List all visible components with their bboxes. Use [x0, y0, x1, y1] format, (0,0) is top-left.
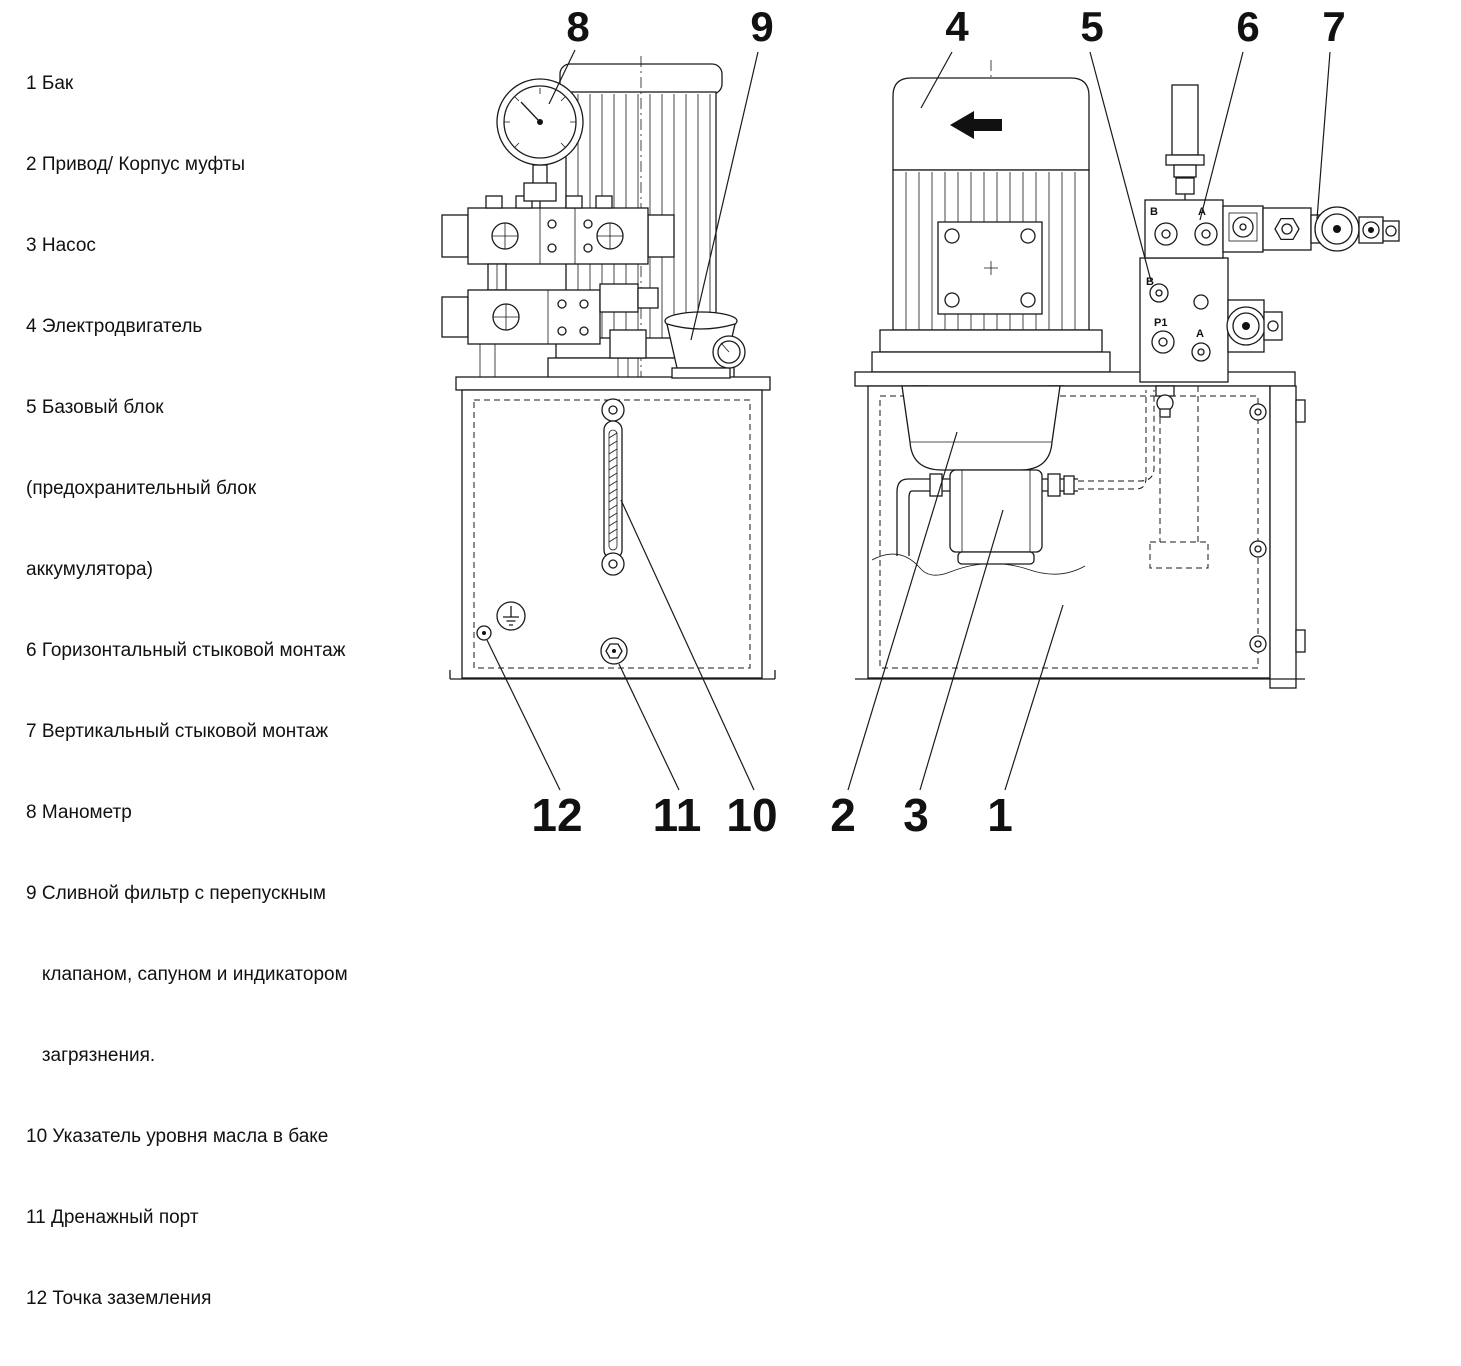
pressure-gauge	[496, 78, 584, 208]
port-label-b: B	[1146, 276, 1154, 288]
grounding-point	[476, 601, 526, 641]
legend-line: клапаном, сапуном и индикатором	[26, 964, 348, 985]
coupling-housing	[901, 385, 1061, 471]
legend-line: 8 Манометр	[26, 802, 132, 823]
pump	[896, 390, 1155, 565]
legend-line: 1 Бак	[26, 73, 74, 94]
callout-7: 7	[1322, 3, 1346, 50]
callout-12: 12	[531, 789, 583, 841]
base-block-side	[441, 283, 659, 377]
callout-4: 4	[945, 3, 969, 50]
legend-line: 5 Базовый блок	[26, 397, 164, 418]
legend-line: 4 Электродвигатель	[26, 316, 203, 337]
cartridge-valve	[1165, 84, 1205, 200]
rotation-arrow-icon	[950, 111, 1002, 139]
port-label-a: A	[1196, 328, 1204, 340]
callout-6: 6	[1236, 3, 1260, 50]
horizontal-stack: B A	[1144, 199, 1264, 259]
callout-8: 8	[566, 3, 590, 50]
port-label-p1: P1	[1154, 317, 1167, 329]
legend-line: 3 Насос	[26, 235, 96, 256]
legend-line: 6 Горизонтальный стыковой монтаж	[26, 640, 346, 661]
callout-3: 3	[903, 789, 929, 841]
right-view: B P1 A B A	[854, 60, 1400, 689]
leader-lines	[486, 49, 1331, 791]
callout-5: 5	[1080, 3, 1104, 50]
legend-line: 7 Вертикальный стыковой монтаж	[26, 721, 329, 742]
return-filter	[664, 311, 746, 379]
callout-11: 11	[652, 789, 702, 841]
vertical-stack	[1262, 206, 1400, 252]
diagram-canvas: 1 Бак 2 Привод/ Корпус муфты 3 Насос 4 Э…	[26, 3, 1400, 1309]
left-view	[441, 56, 776, 680]
legend-line: 10 Указатель уровня масла в баке	[26, 1126, 329, 1147]
legend-line: 2 Привод/ Корпус муфты	[26, 154, 246, 175]
legend-line: 11 Дренажный порт	[26, 1207, 199, 1228]
electric-motor	[871, 77, 1111, 373]
legend-line: 9 Сливной фильтр с перепускным	[26, 883, 326, 904]
callout-10: 10	[726, 789, 778, 841]
callout-9: 9	[750, 3, 774, 50]
horizontal-valve-stack-side	[441, 195, 675, 291]
callout-2: 2	[830, 789, 856, 841]
base-block-manifold: B P1 A	[1139, 257, 1283, 418]
callout-1: 1	[987, 789, 1013, 841]
legend-line: (предохранительный блок	[26, 478, 257, 499]
technical-drawing: B P1 A B A	[441, 49, 1400, 791]
internal-piping	[1149, 386, 1209, 569]
legend-line: 12 Точка заземления	[26, 1288, 212, 1309]
legend-line: аккумулятора)	[26, 559, 153, 580]
oil-level-gauge	[601, 398, 625, 576]
drain-port	[600, 637, 628, 665]
port-label-top-b: B	[1150, 206, 1158, 218]
legend-line: загрязнения.	[26, 1045, 156, 1066]
